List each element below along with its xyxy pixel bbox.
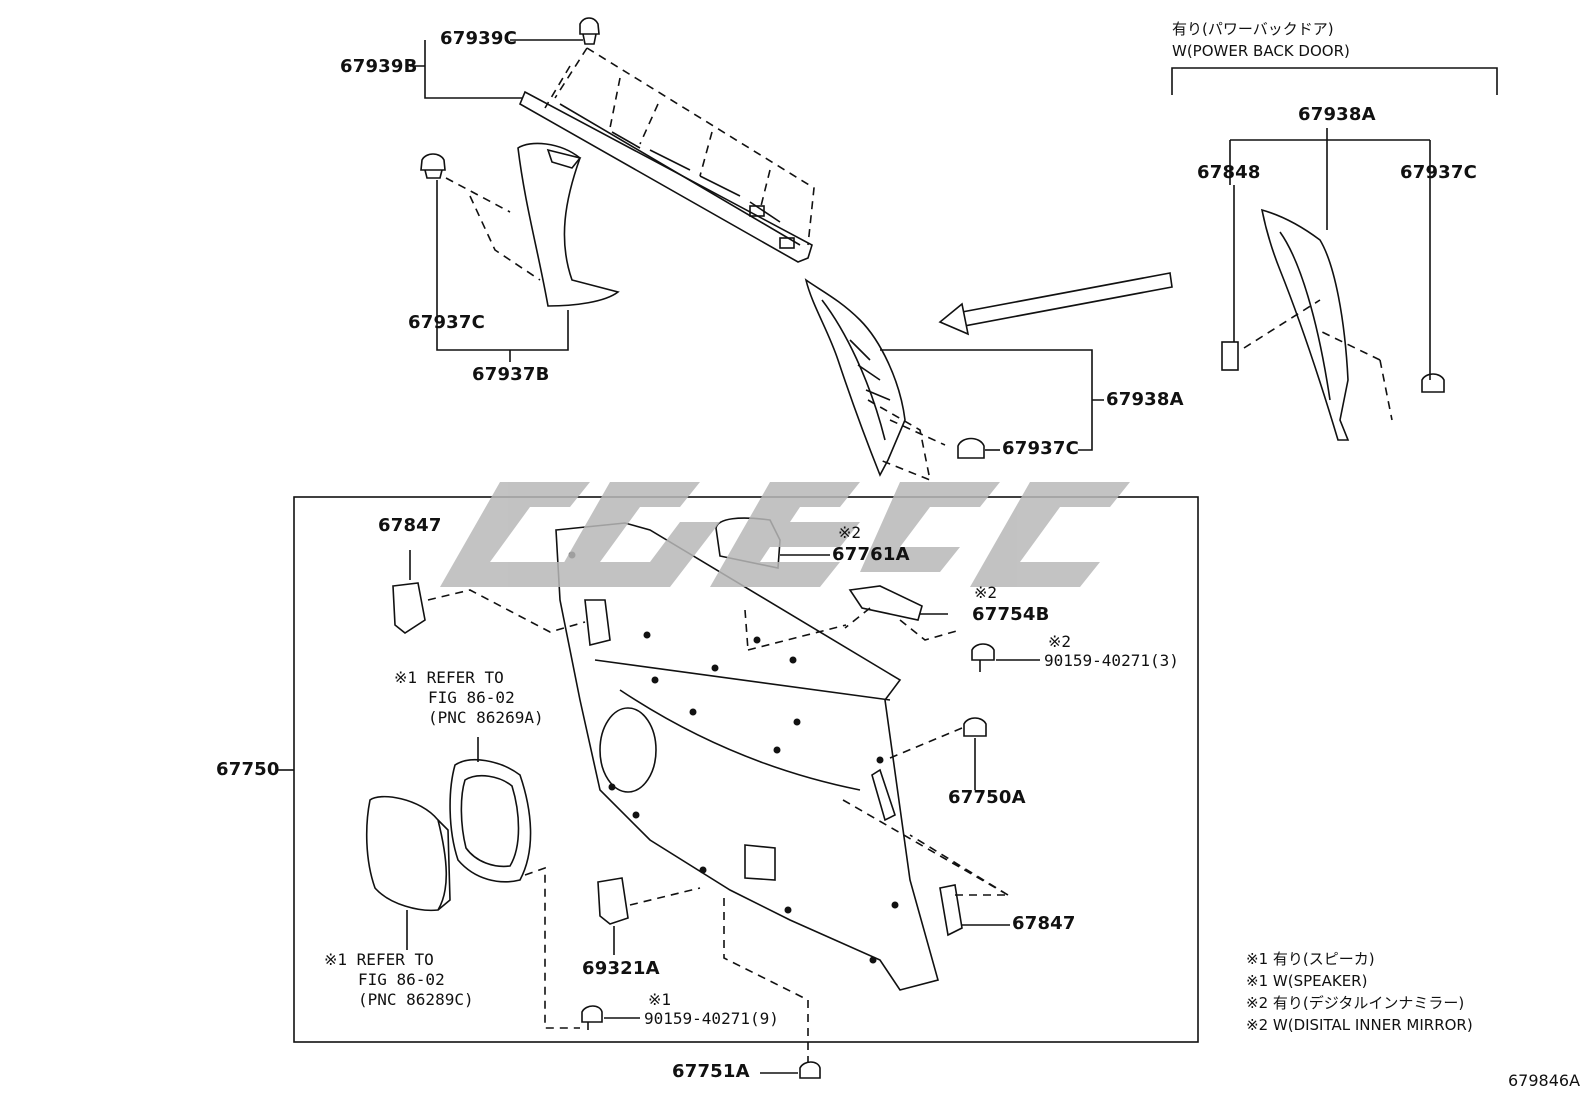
legend-item: ※1 W(SPEAKER) (1246, 972, 1368, 990)
part-label-69321A[interactable]: 69321A (582, 958, 660, 979)
variant-title-jp: 有り(パワーバックドア) (1172, 20, 1334, 38)
clip-67937C-left-icon (420, 153, 446, 179)
part-label-67939B[interactable]: 67939B (340, 56, 418, 77)
part-label-90159-top[interactable]: 90159-40271(3) (1044, 651, 1179, 670)
screw-90159-top-icon (971, 643, 995, 672)
part-label-67847-bottom[interactable]: 67847 (1012, 913, 1076, 934)
variant-title-en: W(POWER BACK DOOR) (1172, 42, 1350, 60)
side-garnish-67938A-icon (804, 278, 906, 477)
clip-67939C-icon (579, 17, 600, 45)
screw-90159-bottom-icon (581, 1005, 603, 1030)
refer-line: (PNC 86269A) (428, 708, 544, 727)
cap-67847-bottom-icon (939, 884, 963, 937)
mark-67754B: ※2 (974, 583, 998, 602)
mark-67761A: ※2 (838, 523, 862, 542)
part-67848-icon (1221, 341, 1239, 371)
part-label-67750A[interactable]: 67750A (948, 787, 1026, 808)
refer-line: FIG 86-02 (358, 970, 445, 989)
dash-67939B (544, 47, 815, 246)
legend-item: ※1 有り(スピーカ) (1246, 950, 1375, 968)
leader-67938A-mid (880, 349, 1104, 451)
side-garnish-67938A-right-icon (1260, 208, 1350, 441)
cap-69321A-icon (597, 877, 629, 925)
pillar-garnish-67937B-icon (517, 142, 620, 307)
speaker-ring-86269A-icon (449, 759, 532, 883)
legend-item: ※2 有り(デジタルインナミラー) (1246, 994, 1465, 1012)
direction-arrow-icon (938, 272, 1173, 336)
leader-67938A-right (1229, 128, 1431, 230)
mark-90159-bottom: ※1 (648, 990, 672, 1009)
clip-67750A-icon (963, 717, 987, 737)
upper-garnish-67939B-icon (518, 90, 813, 263)
part-label-67937B[interactable]: 67937B (472, 364, 550, 385)
part-label-67751A[interactable]: 67751A (672, 1061, 750, 1082)
legend: ※1 有り(スピーカ) ※1 W(SPEAKER) ※2 有り(デジタルインナミ… (1246, 948, 1473, 1036)
part-label-67939C[interactable]: 67939C (440, 28, 518, 49)
part-label-67938A-right[interactable]: 67938A (1298, 104, 1376, 125)
part-label-67761A[interactable]: 67761A (832, 544, 910, 565)
cap-67847-top-icon (392, 582, 426, 634)
clip-67937C-right-icon (1421, 373, 1445, 393)
part-label-67750[interactable]: 67750 (216, 759, 280, 780)
variant-bracket (1171, 67, 1498, 95)
refer-note-86289C[interactable]: ※1 REFER TO FIG 86-02 (PNC 86289C) (324, 950, 474, 1010)
leader-67937B (436, 180, 569, 362)
leader-67939 (410, 39, 583, 99)
refer-line: ※1 REFER TO (324, 950, 434, 969)
speaker-ring-86289C-icon (365, 795, 451, 912)
refer-line: FIG 86-02 (428, 688, 515, 707)
part-label-67848[interactable]: 67848 (1197, 162, 1261, 183)
part-label-90159-bottom[interactable]: 90159-40271(9) (644, 1009, 779, 1028)
watermark-logo (440, 482, 1130, 587)
clip-67751A-icon (799, 1061, 821, 1079)
refer-line: ※1 REFER TO (394, 668, 504, 687)
part-label-67937C-mid[interactable]: 67937C (1002, 438, 1080, 459)
clip-67937C-mid-icon (957, 437, 985, 459)
part-label-67937C-right[interactable]: 67937C (1400, 162, 1478, 183)
refer-note-86269A[interactable]: ※1 REFER TO FIG 86-02 (PNC 86269A) (394, 668, 544, 728)
part-label-67938A-mid[interactable]: 67938A (1106, 389, 1184, 410)
figure-code: 679846A (1508, 1071, 1581, 1090)
legend-item: ※2 W(DISITAL INNER MIRROR) (1246, 1016, 1473, 1034)
part-label-67847-top[interactable]: 67847 (378, 515, 442, 536)
refer-line: (PNC 86289C) (358, 990, 474, 1009)
mirror-cover-67761A-icon (715, 517, 781, 569)
part-label-67754B[interactable]: 67754B (972, 604, 1050, 625)
door-trim-panel-icon (555, 522, 939, 991)
bracket-67754B-icon (848, 585, 923, 621)
part-label-67937C-left[interactable]: 67937C (408, 312, 486, 333)
mark-90159-top: ※2 (1048, 632, 1072, 651)
